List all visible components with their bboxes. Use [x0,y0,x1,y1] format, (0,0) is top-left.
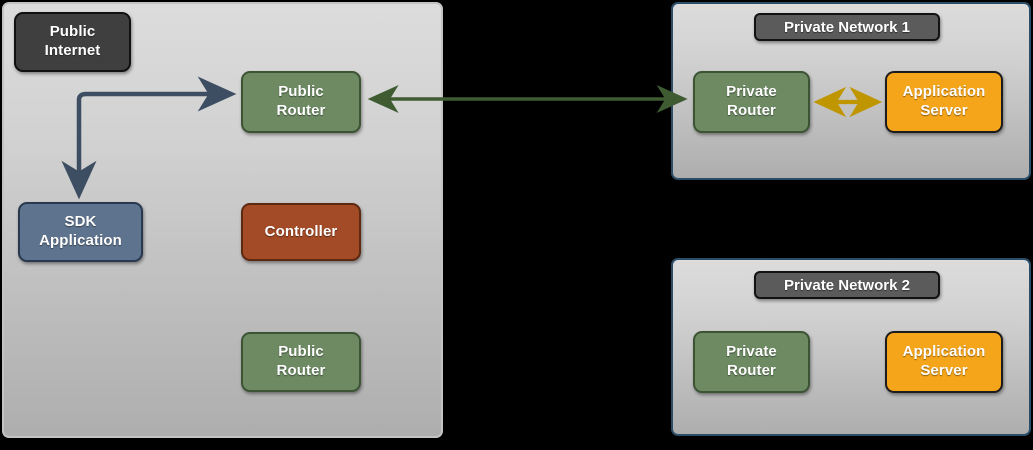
badge-private-network-2: Private Network 2 [754,271,940,299]
node-controller[interactable]: Controller [241,203,361,261]
node-private-router-2-label: Private Router [726,343,777,379]
node-public-router-primary-label: Public Router [276,83,326,119]
node-private-router-1-label: Private Router [726,83,777,119]
badge-private-network-1: Private Network 1 [754,13,940,41]
node-application-server-2-label: Application Server [902,343,986,379]
node-public-router-secondary-label: Public Router [276,343,326,379]
node-private-router-1[interactable]: Private Router [693,71,810,133]
node-application-server-1-label: Application Server [902,83,986,119]
node-public-router-secondary[interactable]: Public Router [241,332,361,392]
node-private-router-2[interactable]: Private Router [693,331,810,393]
node-sdk-application[interactable]: SDK Application [18,202,143,262]
node-controller-label: Controller [264,222,338,240]
node-public-internet-label: Public Internet [44,23,101,59]
node-public-router-primary[interactable]: Public Router [241,71,361,133]
node-public-internet[interactable]: Public Internet [14,12,131,72]
node-application-server-1[interactable]: Application Server [885,71,1003,133]
node-application-server-2[interactable]: Application Server [885,331,1003,393]
node-sdk-application-label: SDK Application [39,213,122,249]
